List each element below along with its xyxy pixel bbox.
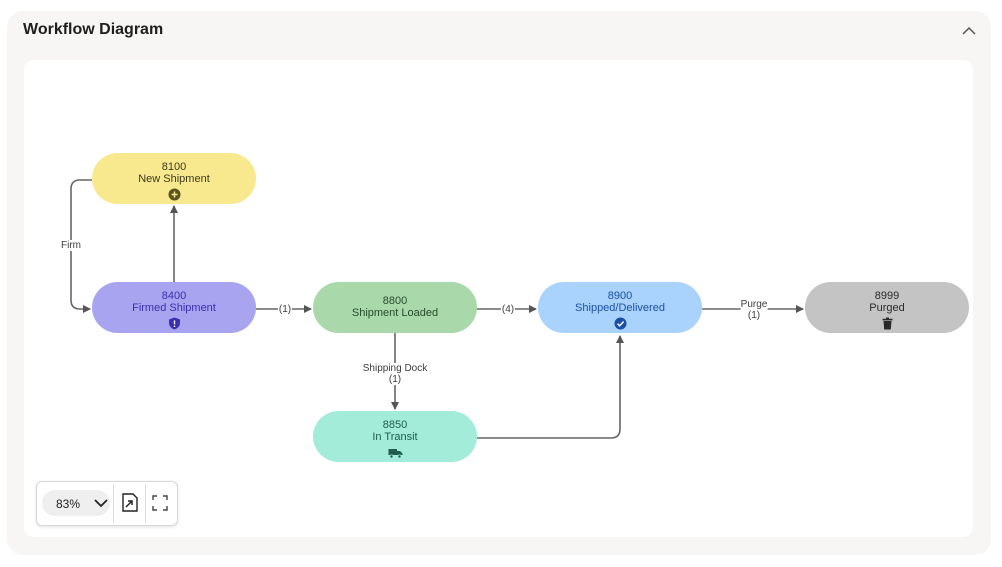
edge-label-purge-name: Purge (740, 299, 768, 310)
chevron-up-icon (962, 26, 976, 35)
export-icon (122, 493, 138, 512)
toolbar-divider (113, 484, 114, 523)
node-name: Firmed Shipment (132, 302, 216, 314)
node-name: Shipment Loaded (351, 307, 439, 319)
node-code: 8800 (382, 295, 408, 307)
edge-label-8800-8900: (4) (500, 304, 516, 315)
fullscreen-icon (152, 495, 168, 511)
zoom-toolbar: 83% (36, 481, 178, 526)
node-name: In Transit (372, 431, 418, 443)
shield-alert-icon (168, 317, 180, 330)
node-8900[interactable]: 8900 Shipped/Delivered (538, 282, 702, 333)
truck-icon (388, 449, 402, 459)
trash-icon (882, 317, 892, 330)
edge-8850-8900 (477, 335, 624, 439)
panel-title: Workflow Diagram (23, 21, 164, 38)
node-code: 8100 (161, 161, 187, 173)
node-code: 8999 (874, 290, 900, 302)
chevron-down-icon (94, 499, 108, 508)
workflow-diagram-panel: Workflow Diagram (7, 11, 991, 555)
diagram-canvas[interactable]: Firm (1) (4) Shipping Dock (1) Purge (1)… (24, 60, 973, 537)
edge-label-8400-8800: (1) (277, 304, 293, 315)
edge-label-firm: Firm (61, 240, 81, 251)
node-name: New Shipment (138, 173, 210, 185)
collapse-button[interactable] (959, 21, 979, 41)
node-code: 8900 (607, 290, 633, 302)
toolbar-divider (145, 484, 146, 523)
zoom-value: 83% (56, 497, 81, 511)
node-code: 8400 (161, 290, 187, 302)
node-8800[interactable]: 8800 Shipment Loaded (313, 282, 477, 333)
check-circle-icon (614, 317, 626, 330)
node-name: Purged (869, 302, 905, 314)
edge-label-purge: Purge (1) (740, 299, 768, 321)
plus-circle-icon (168, 188, 180, 201)
node-8850[interactable]: 8850 In Transit (313, 411, 477, 462)
node-8400[interactable]: 8400 Firmed Shipment (92, 282, 256, 333)
edge-label-purge-count: (1) (747, 310, 761, 321)
node-8999[interactable]: 8999 Purged (805, 282, 969, 333)
node-8100[interactable]: 8100 New Shipment (92, 153, 256, 204)
export-button[interactable] (117, 490, 143, 516)
edge-label-shipping-dock-count: (1) (388, 374, 402, 385)
node-name: Shipped/Delivered (575, 302, 665, 314)
zoom-select[interactable]: 83% (42, 490, 110, 516)
fullscreen-button[interactable] (147, 490, 173, 516)
edge-label-shipping-dock-name: Shipping Dock (362, 363, 428, 374)
edge-label-shipping-dock: Shipping Dock (1) (362, 363, 428, 385)
node-code: 8850 (382, 419, 408, 431)
